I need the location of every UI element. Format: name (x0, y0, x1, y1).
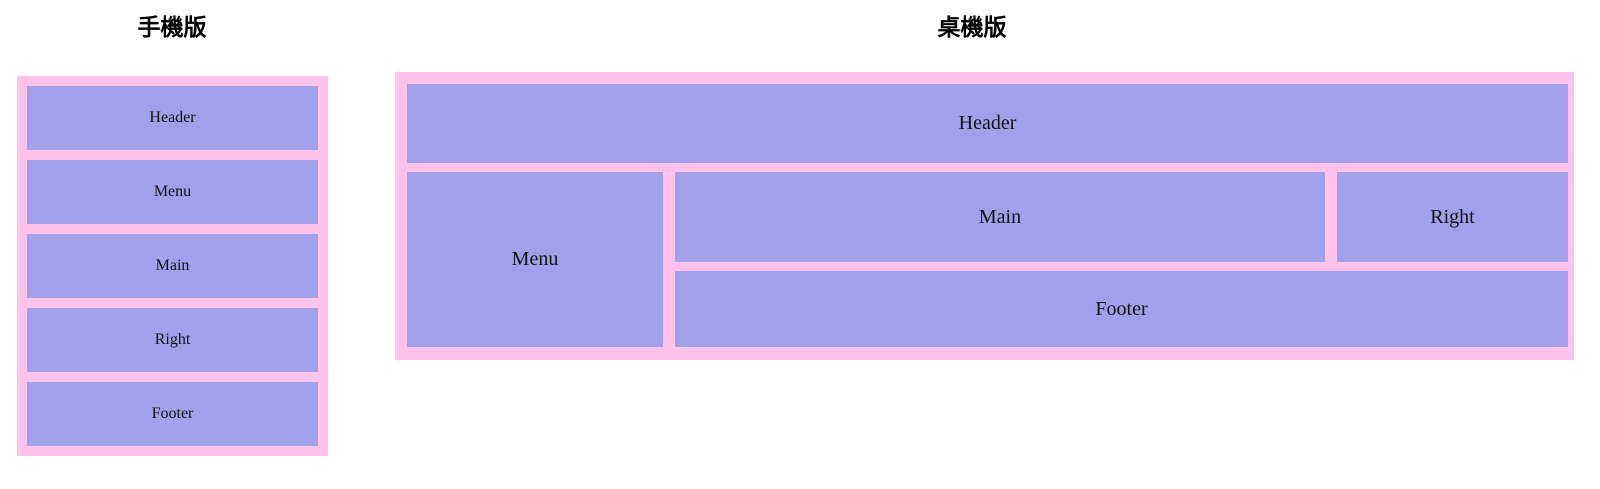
desktop-block-main-label: Main (978, 205, 1022, 228)
mobile-block-main-label: Main (155, 257, 190, 274)
desktop-block-menu-label: Menu (511, 248, 559, 270)
desktop-layout-container: Header Menu Main Right Footer (395, 72, 1574, 360)
desktop-block-header-label: Header (958, 112, 1017, 134)
mobile-title: 手機版 (137, 15, 207, 41)
mobile-block-footer-label: Footer (151, 405, 194, 422)
desktop-block-footer-label: Footer (1095, 297, 1148, 320)
desktop-title: 桌機版 (937, 15, 1007, 41)
mobile-block-right[interactable]: Right (27, 308, 318, 372)
desktop-block-footer[interactable]: Footer (675, 271, 1568, 347)
mobile-block-header[interactable]: Header (27, 86, 318, 150)
desktop-block-right[interactable]: Right (1337, 172, 1568, 262)
mobile-block-main[interactable]: Main (27, 234, 318, 298)
desktop-block-menu[interactable]: Menu (407, 172, 663, 347)
mobile-block-header-label: Header (149, 109, 196, 126)
desktop-block-main[interactable]: Main (675, 172, 1325, 262)
desktop-block-right-label: Right (1430, 205, 1475, 228)
desktop-block-header[interactable]: Header (407, 84, 1568, 163)
mobile-block-menu[interactable]: Menu (27, 160, 318, 224)
mobile-block-right-label: Right (154, 331, 191, 348)
mobile-layout-container: Header Menu Main Right Footer (17, 76, 328, 456)
mobile-block-menu-label: Menu (153, 183, 192, 200)
mobile-block-footer[interactable]: Footer (27, 382, 318, 446)
